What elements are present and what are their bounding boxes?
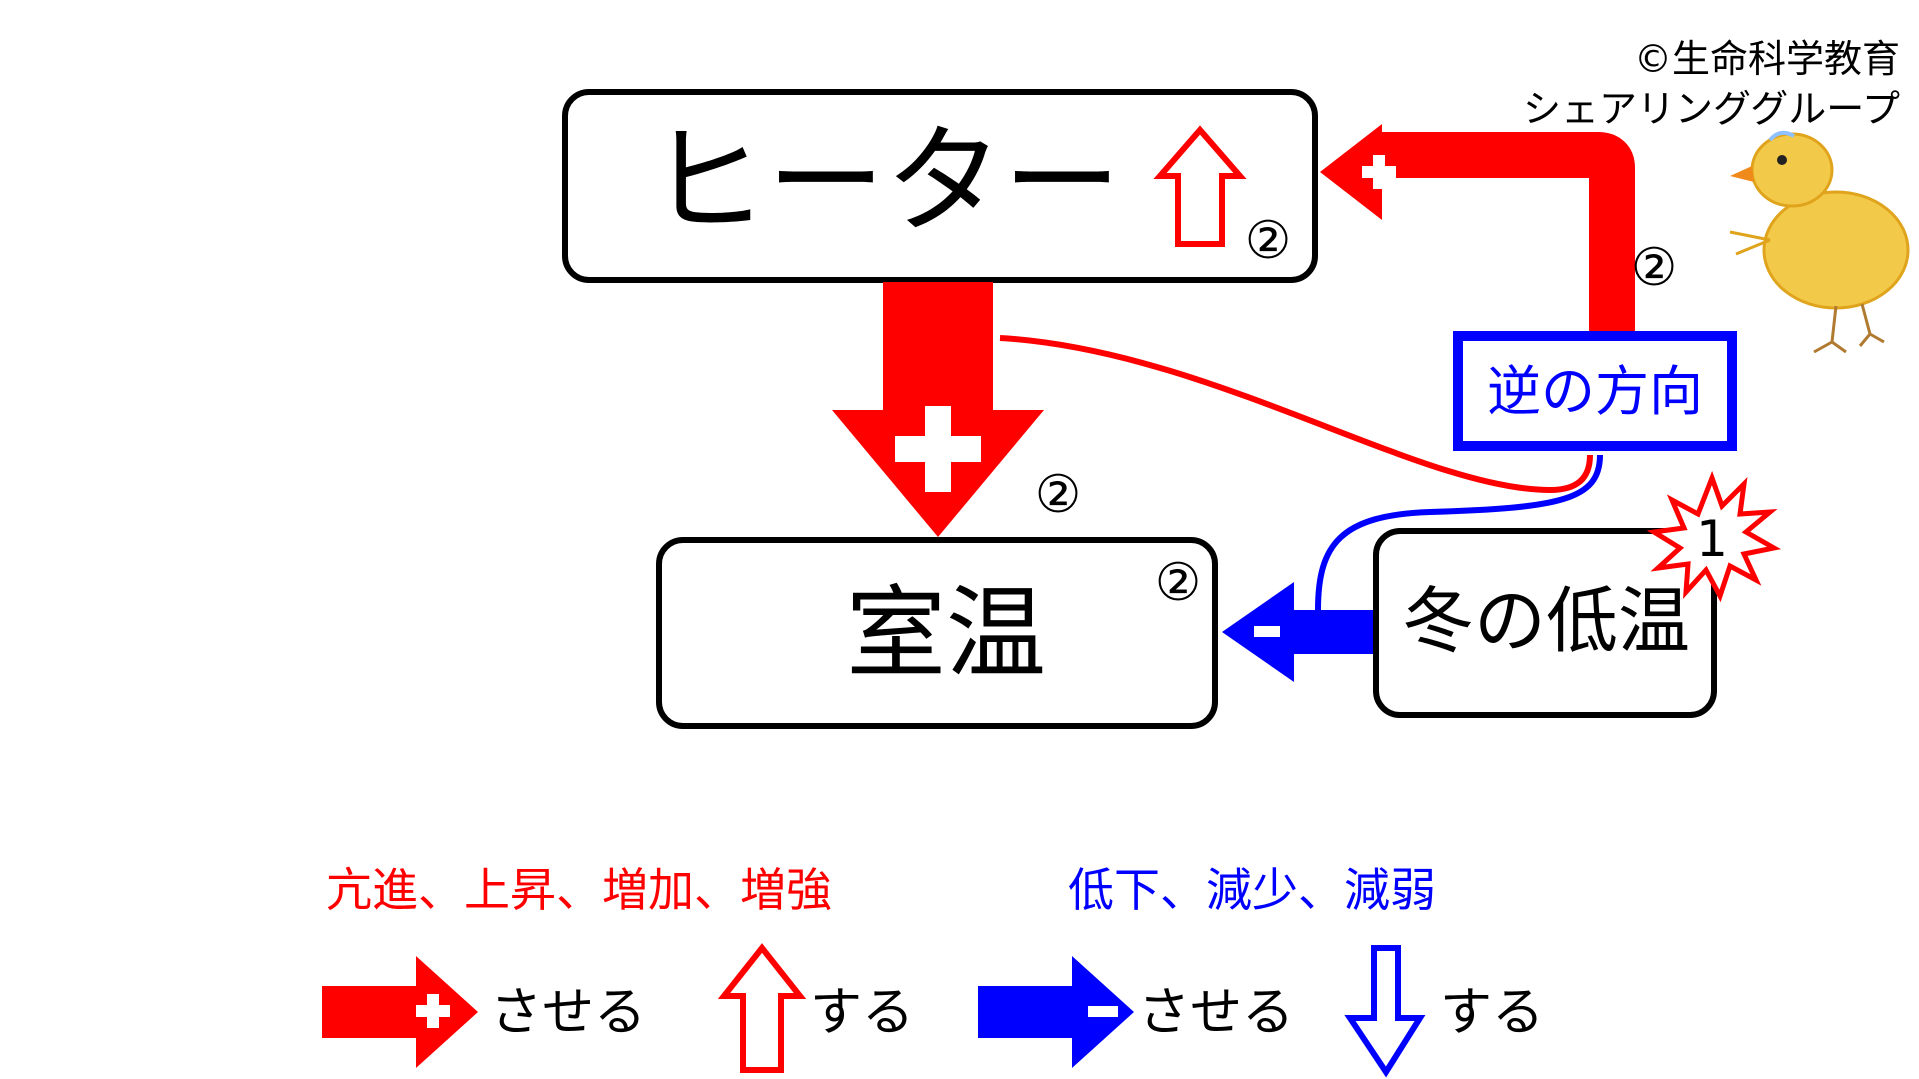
reverse-direction-box: [1453, 331, 1737, 451]
blue-connector-line: [1315, 454, 1603, 611]
cold-to-room-arrow: [1222, 582, 1380, 682]
legend-red-up-arrow-icon: [717, 943, 807, 1073]
legend-blue-arrow-label: させる: [1138, 983, 1294, 1043]
starburst-icon: [1646, 470, 1782, 603]
feedback-arrow-to-heater: [1320, 124, 1635, 340]
heater-box: [562, 89, 1318, 283]
legend-red-words: 亢進、上昇、増加、増強: [326, 863, 832, 917]
heater-to-room-step-label: ②: [1035, 465, 1082, 525]
room-temp-label: 室温: [846, 575, 1046, 692]
winter-cold-label: 冬の低温: [1402, 579, 1690, 663]
legend-red-arrow-label: させる: [490, 983, 646, 1043]
winter-cold-step-label: 1: [1696, 510, 1728, 568]
legend-red-plus-arrow-icon: [322, 956, 478, 1068]
heater-to-room-arrow: [832, 282, 1044, 537]
legend-red-up-label: する: [810, 983, 914, 1043]
legend-blue-down-arrow-icon: [1344, 945, 1426, 1078]
heater-step-label: ②: [1245, 211, 1292, 271]
legend-blue-minus-arrow-icon: [978, 956, 1134, 1068]
copyright-line1: ©生命科学教育: [1634, 37, 1900, 81]
feedback-step-label: ②: [1631, 238, 1678, 298]
reverse-direction-label: 逆の方向: [1487, 360, 1703, 423]
heater-label: ヒーター: [649, 112, 1121, 250]
chick-illustration: [1729, 130, 1910, 354]
red-connector-line: [999, 335, 1593, 494]
heater-up-arrow-icon: [1153, 125, 1247, 247]
legend-blue-down-label: する: [1440, 983, 1544, 1043]
room-temp-step-label: ②: [1155, 553, 1202, 613]
room-temp-box: [656, 537, 1218, 729]
winter-cold-box: [1373, 528, 1717, 718]
legend-blue-words: 低下、減少、減弱: [1068, 863, 1436, 917]
copyright-line2: シェアリンググループ: [1523, 87, 1900, 131]
